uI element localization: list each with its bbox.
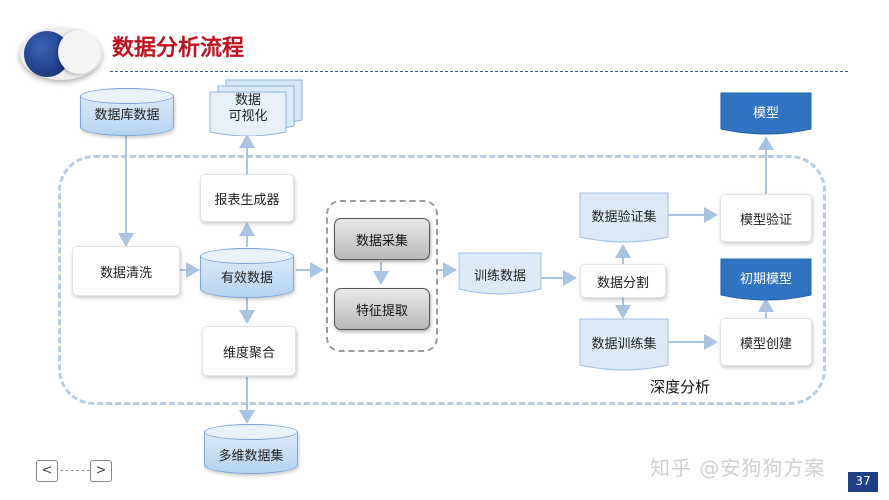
page-title: 数据分析流程	[112, 36, 245, 61]
data-cleaning-node: 数据清洗	[72, 246, 180, 296]
data-split-label: 数据分割	[596, 275, 649, 291]
dimension-aggregation-label: 维度聚合	[222, 345, 275, 361]
watermark-text: 知乎 @安狗狗方案	[650, 456, 826, 480]
deep-analysis-label: 深度分析	[650, 378, 711, 396]
title-divider	[110, 71, 848, 72]
feature-extraction-label: 特征提取	[355, 303, 408, 319]
model-validation-node: 模型验证	[720, 194, 812, 242]
visualization-label: 数据 可视化	[210, 93, 286, 125]
page-number: 37	[848, 472, 878, 492]
feature-extraction-node: 特征提取	[334, 288, 430, 330]
next-slide-button[interactable]: >	[90, 460, 112, 482]
report-generator-label: 报表生成器	[214, 192, 280, 208]
multidim-dataset-label: 多维数据集	[218, 449, 284, 464]
data-split-node: 数据分割	[580, 264, 666, 298]
validation-set-label: 数据验证集	[591, 210, 657, 225]
model-label: 模型	[752, 106, 779, 121]
cylinder-top	[200, 248, 294, 264]
cylinder-top	[204, 424, 298, 440]
dimension-aggregation-node: 维度聚合	[202, 326, 296, 376]
report-generator-node: 报表生成器	[200, 174, 294, 222]
model-creation-node: 模型创建	[720, 318, 812, 366]
valid-data-node: 有效数据	[200, 248, 294, 298]
cylinder-top	[80, 88, 174, 104]
training-set-doc	[579, 318, 669, 371]
multidim-dataset-node: 多维数据集	[204, 424, 298, 474]
data-collection-node: 数据采集	[334, 218, 430, 260]
training-data-label: 训练数据	[473, 269, 526, 284]
visualization-label-line2: 可视化	[228, 109, 268, 124]
model-validation-label: 模型验证	[739, 212, 792, 228]
initial-model-label: 初期模型	[739, 272, 792, 287]
validation-set-doc	[579, 192, 669, 243]
data-collection-label: 数据采集	[355, 233, 408, 249]
nav-divider	[60, 470, 90, 471]
analysis-region	[58, 155, 826, 405]
valid-data-label: 有效数据	[220, 271, 273, 286]
visualization-label-line1: 数据	[234, 93, 261, 108]
visualization-doc-stack	[209, 79, 303, 136]
model-creation-label: 模型创建	[739, 336, 792, 352]
feature-group	[326, 200, 438, 352]
model-doc	[720, 92, 812, 135]
initial-model-doc	[720, 258, 812, 301]
training-set-label: 数据训练集	[591, 337, 657, 352]
training-data-doc	[458, 252, 542, 295]
database-data-node: 数据库数据	[80, 88, 174, 136]
database-data-label: 数据库数据	[94, 108, 160, 123]
data-cleaning-label: 数据清洗	[99, 265, 152, 281]
logo-white-circle	[58, 30, 100, 74]
prev-slide-button[interactable]: <	[36, 460, 58, 482]
